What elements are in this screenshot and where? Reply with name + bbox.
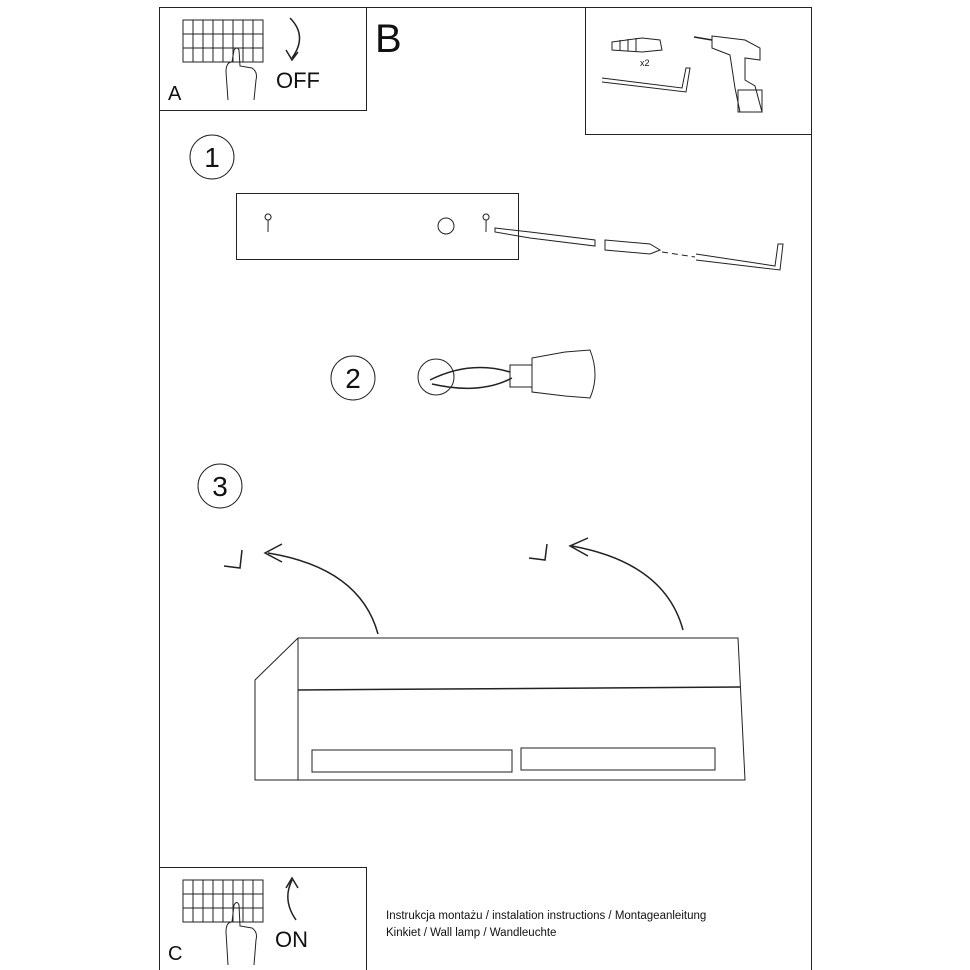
step-1: 1 bbox=[189, 134, 784, 271]
step-3-number: 3 bbox=[212, 471, 228, 502]
arrow-icon bbox=[263, 543, 379, 635]
panel-a-label: A bbox=[168, 83, 182, 105]
wall-box-icon bbox=[417, 358, 455, 396]
panel-a-power-off: A OFF bbox=[159, 7, 367, 111]
step-3: 3 bbox=[197, 463, 746, 781]
terminal-block-icon bbox=[509, 364, 533, 388]
fuse-box-icon bbox=[182, 879, 264, 923]
hook-icon bbox=[223, 549, 243, 569]
lamp-socket-icon bbox=[531, 349, 596, 399]
screw-icon bbox=[494, 227, 596, 247]
arrow-down-icon bbox=[285, 17, 301, 62]
hand-icon bbox=[225, 902, 257, 966]
plate-cable-hole bbox=[437, 217, 455, 235]
on-label: ON bbox=[275, 927, 308, 952]
hook-screw-icon bbox=[601, 67, 691, 93]
keyhole-icon bbox=[264, 213, 272, 233]
page-frame bbox=[159, 7, 812, 970]
tools-box: x2 bbox=[585, 7, 812, 135]
panel-c-label: C bbox=[168, 943, 182, 965]
wall-plug-icon bbox=[611, 37, 663, 53]
lamp-window bbox=[311, 749, 513, 773]
lamp-window bbox=[520, 747, 716, 771]
off-label: OFF bbox=[276, 68, 320, 93]
step-2-number: 2 bbox=[345, 363, 361, 394]
mounting-plate bbox=[236, 193, 519, 260]
hook-icon bbox=[528, 543, 548, 561]
keyhole-icon bbox=[482, 213, 490, 233]
step-2: 2 bbox=[330, 349, 596, 401]
quantity-label: x2 bbox=[640, 58, 650, 68]
step-1-number: 1 bbox=[204, 142, 220, 173]
wall-lamp-body bbox=[254, 637, 746, 781]
panel-b-label: B bbox=[375, 17, 402, 61]
hook-screw-icon bbox=[695, 243, 784, 271]
hand-icon bbox=[225, 47, 257, 101]
footer-subtitle: Kinkiet / Wall lamp / Wandleuchte bbox=[386, 927, 556, 939]
fuse-box-icon bbox=[182, 19, 264, 63]
wall-plug-icon bbox=[604, 239, 662, 255]
panel-c-power-on: C ON bbox=[159, 867, 367, 970]
drill-icon bbox=[693, 35, 763, 113]
arrow-up-icon bbox=[285, 876, 299, 921]
arrow-icon bbox=[568, 537, 684, 631]
wires-icon bbox=[429, 366, 513, 390]
footer-title: Instrukcja montażu / instalation instruc… bbox=[386, 910, 706, 922]
